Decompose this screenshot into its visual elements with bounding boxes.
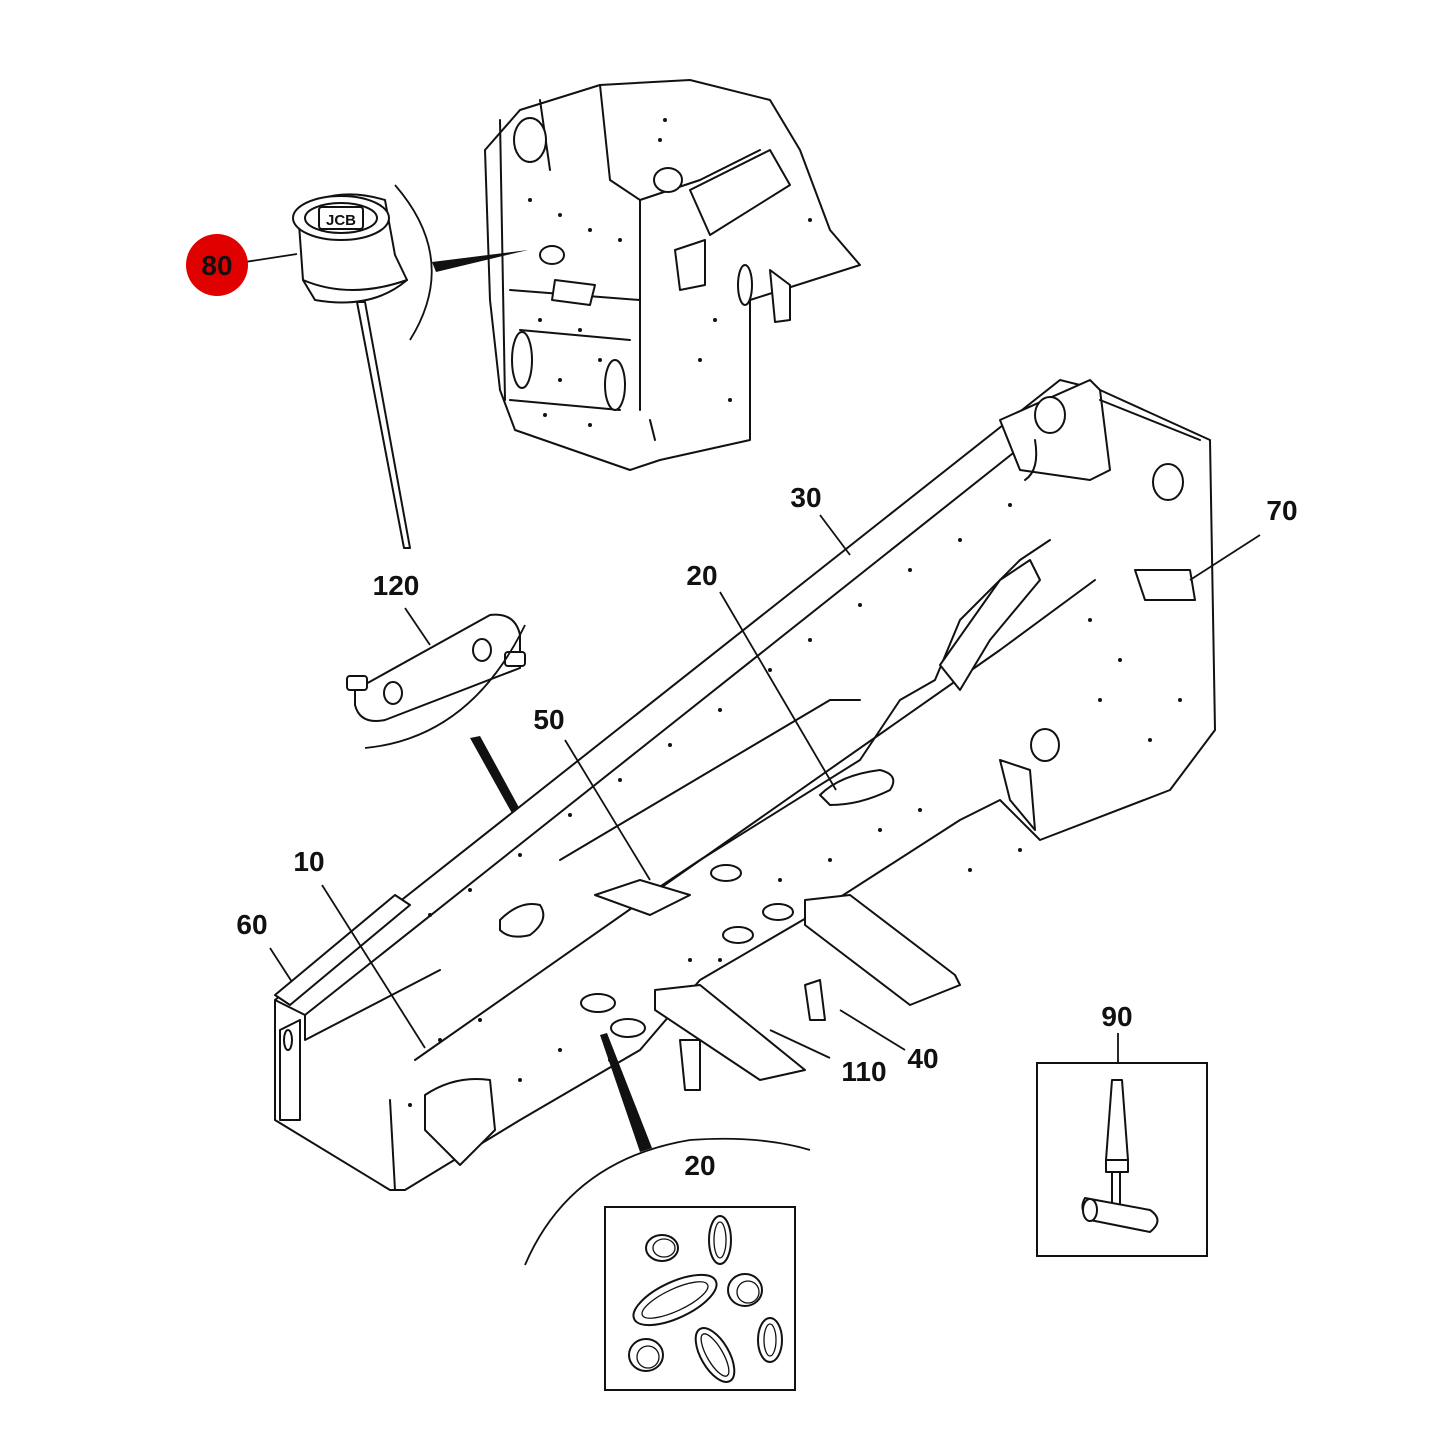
callout-20-box-label: 20: [684, 1150, 715, 1181]
jcb-logo-plate: [318, 206, 364, 230]
callout-120-label: 120: [373, 570, 420, 601]
pointer-dipstick-location: [432, 250, 528, 272]
callout-80-label: 80: [201, 250, 232, 281]
callout-110-label: 110: [841, 1056, 886, 1087]
callout-20-label: 20: [686, 560, 717, 591]
detail-magnifier-arc-bottom: [524, 1137, 811, 1266]
main-chassis: [274, 379, 1216, 1191]
tool-detail-box: [1036, 1062, 1208, 1257]
callout-30-label: 30: [790, 482, 821, 513]
jcb-logo-icon: JCB: [326, 212, 356, 229]
callout-60-label: 60: [236, 909, 267, 940]
chassis-rivets: [408, 503, 1182, 1107]
callout-40-label: 40: [907, 1043, 938, 1074]
callout-70-label: 70: [1266, 495, 1297, 526]
callout-80: 80: [186, 234, 248, 296]
dipstick-part: JCB: [292, 193, 411, 549]
grommet-detail-box: [604, 1206, 796, 1391]
callout-80-highlight: [186, 234, 248, 296]
callout-10-label: 10: [293, 846, 324, 877]
plate-part: [346, 613, 526, 722]
chassis-front-rivets: [528, 118, 812, 427]
callout-90-label: 90: [1101, 1001, 1132, 1032]
detail-magnifier-arc-top: [394, 184, 433, 341]
pointer-grommet-location: [600, 1033, 652, 1152]
detail-magnifier-arc-plate: [364, 624, 526, 749]
leader-lines: [244, 253, 1261, 1063]
callout-50-label: 50: [533, 704, 564, 735]
chassis-front-detail: [484, 79, 861, 471]
